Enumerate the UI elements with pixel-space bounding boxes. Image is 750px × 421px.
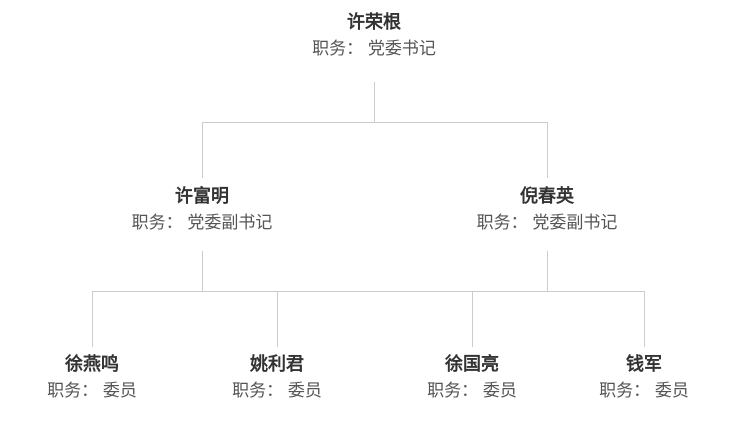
- connector-left-parent-down: [202, 251, 203, 291]
- org-node-title: 职务： 党委书记: [312, 39, 436, 58]
- org-node-name: 徐国亮: [445, 354, 499, 374]
- org-node-root[interactable]: 许荣根 职务： 党委书记: [264, 9, 484, 63]
- connector-level2-bus: [202, 122, 548, 123]
- org-node-title: 职务： 委员: [599, 381, 689, 400]
- connector-child4-drop: [644, 291, 645, 347]
- org-node-name: 姚利君: [250, 354, 304, 374]
- org-node-member-3[interactable]: 徐国亮 职务： 委员: [382, 351, 562, 405]
- org-node-title: 职务： 委员: [232, 381, 322, 400]
- org-node-title: 职务： 党委副书记: [131, 213, 273, 232]
- org-node-member-2[interactable]: 姚利君 职务： 委员: [187, 351, 367, 405]
- org-node-name: 许荣根: [347, 12, 401, 32]
- org-node-title: 职务： 党委副书记: [476, 213, 618, 232]
- org-node-title: 职务： 委员: [427, 381, 517, 400]
- connector-root-drop: [374, 82, 375, 122]
- connector-child3-drop: [472, 291, 473, 347]
- connector-child1-drop: [92, 291, 93, 347]
- connector-right-parent-drop: [547, 122, 548, 178]
- connector-level3-bus: [92, 291, 645, 292]
- connector-right-parent-down: [547, 251, 548, 291]
- org-node-name: 倪春英: [520, 186, 574, 206]
- org-node-deputy-right[interactable]: 倪春英 职务： 党委副书记: [437, 183, 657, 237]
- org-node-member-4[interactable]: 钱军 职务： 委员: [554, 351, 734, 405]
- connector-child2-drop: [277, 291, 278, 347]
- org-node-deputy-left[interactable]: 许富明 职务： 党委副书记: [92, 183, 312, 237]
- org-node-member-1[interactable]: 徐燕鸣 职务： 委员: [2, 351, 182, 405]
- connector-left-parent-drop: [202, 122, 203, 178]
- org-node-title: 职务： 委员: [47, 381, 137, 400]
- org-node-name: 钱军: [626, 354, 662, 374]
- org-node-name: 徐燕鸣: [65, 354, 119, 374]
- org-node-name: 许富明: [175, 186, 229, 206]
